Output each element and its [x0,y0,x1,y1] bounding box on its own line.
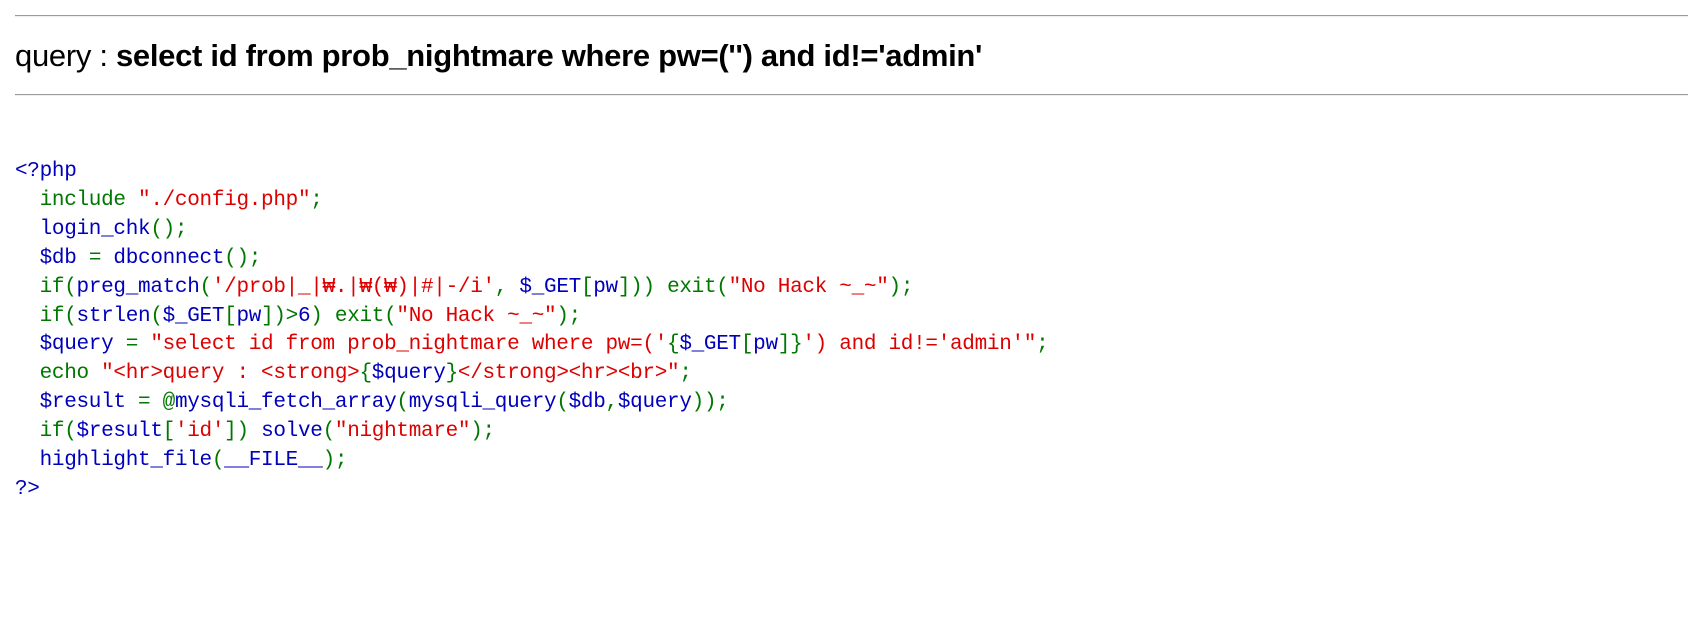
code-token-keyword: ( [322,420,336,444]
code-token-string: '/prob|_|₩.|₩(₩)|#|-/i' [211,275,495,299]
code-token-keyword: ( [396,391,409,415]
code-token-keyword: include [15,188,139,212]
code-token-keyword: ( [211,449,225,473]
code-token-keyword: ) exit( [310,304,397,328]
code-token-keyword: , [605,391,619,415]
code-token-default: pw [753,333,778,357]
code-token-default: $result [76,420,163,444]
code-token-default: $db [568,391,606,415]
code-token-default: $result [15,391,139,415]
code-token-keyword: ])> [261,304,298,328]
code-token-default: preg_match [76,275,200,299]
code-token-string: "No Hack ~_~" [728,275,889,299]
bottom-divider [15,94,1688,96]
code-token-keyword: ); [556,304,581,328]
code-token-keyword: ); [322,449,348,473]
code-token-string: "No Hack ~_~" [396,304,557,328]
code-token-keyword: )); [691,391,729,415]
code-token-keyword: ; [679,362,692,386]
code-line: include "./config.php"; [15,187,1048,216]
code-token-default: <?php [15,160,77,183]
code-token-keyword: { [359,362,372,386]
code-token-keyword: = [125,333,151,357]
code-token-keyword: ( [199,275,213,299]
code-line: if($result['id']) solve("nightmare"); [15,418,1048,447]
code-token-keyword: ])) exit( [617,275,729,299]
code-token-default: mysqli_fetch_array [174,391,397,415]
code-token-default: __FILE__ [224,449,323,473]
code-line: echo "<hr>query : <strong>{$query}</stro… [15,360,1048,389]
code-token-keyword: if( [15,304,77,328]
code-token-default: $query [371,362,446,386]
code-token-string: "select id from prob_nightmare where pw=… [150,333,668,357]
php-source-code: <?php include "./config.php"; login_chk(… [15,158,1049,505]
query-display: query : select id from prob_nightmare wh… [15,38,982,74]
code-token-string: </strong><hr><br>" [457,362,680,386]
code-line: $db = dbconnect(); [15,245,1048,274]
code-token-default: login_chk [15,217,151,241]
query-label: query : [15,38,116,73]
code-token-keyword: { [667,333,680,357]
top-divider [15,15,1688,17]
code-token-default: pw [593,275,618,299]
code-token-keyword: [ [580,275,594,299]
code-token-string: 'id' [174,420,225,444]
code-token-keyword: [ [224,304,237,328]
code-token-keyword: [ [162,420,176,444]
code-token-default: $db [15,246,89,270]
code-token-default: strlen [76,304,151,328]
code-token-keyword: ( [556,391,569,415]
code-token-string: "nightmare" [334,420,471,444]
code-token-default: solve [261,420,323,444]
code-token-default: dbconnect [113,246,225,270]
code-token-default: $_GET [162,304,225,328]
code-token-default: ?> [15,477,40,501]
code-line: if(preg_match('/prob|_|₩.|₩(₩)|#|-/i', $… [15,274,1048,303]
code-line: if(strlen($_GET[pw])>6) exit("No Hack ~_… [15,303,1048,332]
code-token-keyword: ); [888,275,914,299]
code-token-keyword: ]} [777,333,803,357]
code-token-keyword: (); [150,217,188,241]
code-line: $result = @mysqli_fetch_array(mysqli_que… [15,389,1048,418]
code-token-default: $_GET [679,333,741,357]
code-line: <?php [15,158,1048,187]
code-token-string: "<hr>query : <strong> [101,362,360,386]
code-line: login_chk(); [15,216,1048,245]
code-token-keyword: = @ [138,391,175,415]
code-token-keyword: if( [15,420,77,444]
code-token-keyword: (); [224,246,262,270]
code-line: highlight_file(__FILE__); [15,447,1048,476]
code-token-keyword: ]) [224,420,262,444]
code-token-keyword: ; [310,188,323,212]
code-line: ?> [15,476,1048,505]
code-token-keyword: = [88,246,114,270]
code-token-keyword: ); [470,420,495,444]
code-token-default: mysqli_query [408,391,557,415]
code-token-default: 6 [297,304,311,328]
code-token-default: $_GET [519,275,581,299]
code-token-keyword: ; [1036,333,1049,357]
code-token-default: pw [236,304,262,328]
code-token-default: $query [617,391,692,415]
query-text: select id from prob_nightmare where pw=(… [115,38,983,73]
code-token-string: "./config.php" [138,188,311,212]
code-token-keyword: echo [15,362,102,386]
code-token-keyword: ( [150,304,163,328]
code-token-keyword: , [494,275,520,299]
code-token-keyword: [ [740,333,754,357]
code-token-default: highlight_file [15,449,213,473]
code-line: $query = "select id from prob_nightmare … [15,331,1049,360]
code-token-keyword: if( [15,275,77,299]
code-token-keyword: } [445,362,459,386]
code-token-default: $query [15,333,126,357]
code-token-string: ') and id!='admin'" [802,333,1037,357]
